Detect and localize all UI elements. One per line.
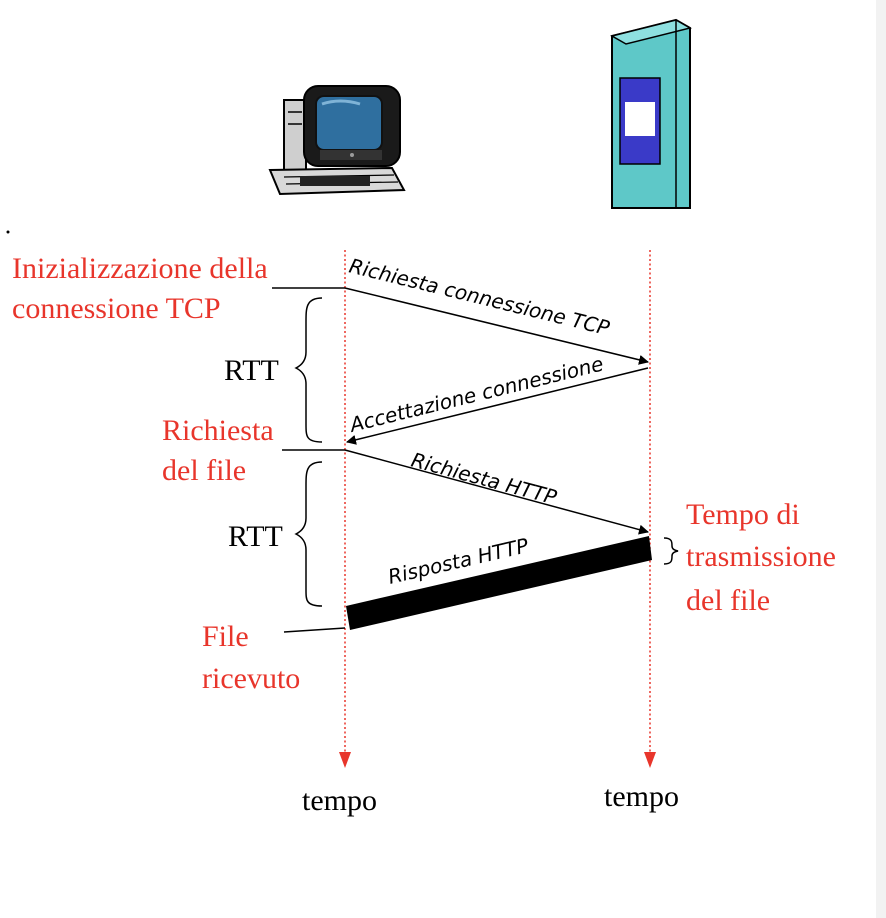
stray-dot [6, 230, 10, 234]
received-leader-line [283, 627, 346, 633]
request-label-line1: Richiesta [162, 414, 274, 447]
client-time-label: tempo [302, 784, 377, 817]
received-label-line1: File [202, 620, 249, 653]
transmit-label-line2: trasmissione [686, 540, 836, 573]
rtt-label-2: RTT [228, 520, 283, 553]
tcp-request-label: Richiesta connessione TCP [347, 254, 613, 341]
rtt-brace-2 [294, 461, 323, 607]
rtt-label-1: RTT [224, 354, 279, 387]
client-timeline-arrow [339, 752, 351, 768]
transmit-label-line1: Tempo di [686, 498, 800, 531]
server-time-label: tempo [604, 780, 679, 813]
server-tower-icon [610, 18, 692, 209]
http-request-label: Richiesta HTTP [409, 448, 560, 510]
http-response-bar [346, 536, 652, 630]
desktop-computer-icon [268, 85, 406, 196]
transmission-brace [663, 537, 679, 565]
request-label-line2: del file [162, 454, 246, 487]
tcp-accept-arrow [346, 367, 649, 445]
rtt-brace-1 [294, 297, 323, 443]
server-timeline-arrow [644, 752, 656, 768]
received-label-line2: ricevuto [202, 662, 300, 695]
init-label-line1: Inizializzazione della [12, 252, 268, 285]
tcp-accept-label: Accettazione connessione [346, 352, 606, 438]
init-label-line2: connessione TCP [12, 292, 221, 325]
transmit-label-line3: del file [686, 584, 770, 617]
tcp-request-arrow [344, 287, 649, 365]
http-request-arrow [344, 449, 649, 535]
right-edge-strip [876, 0, 886, 918]
